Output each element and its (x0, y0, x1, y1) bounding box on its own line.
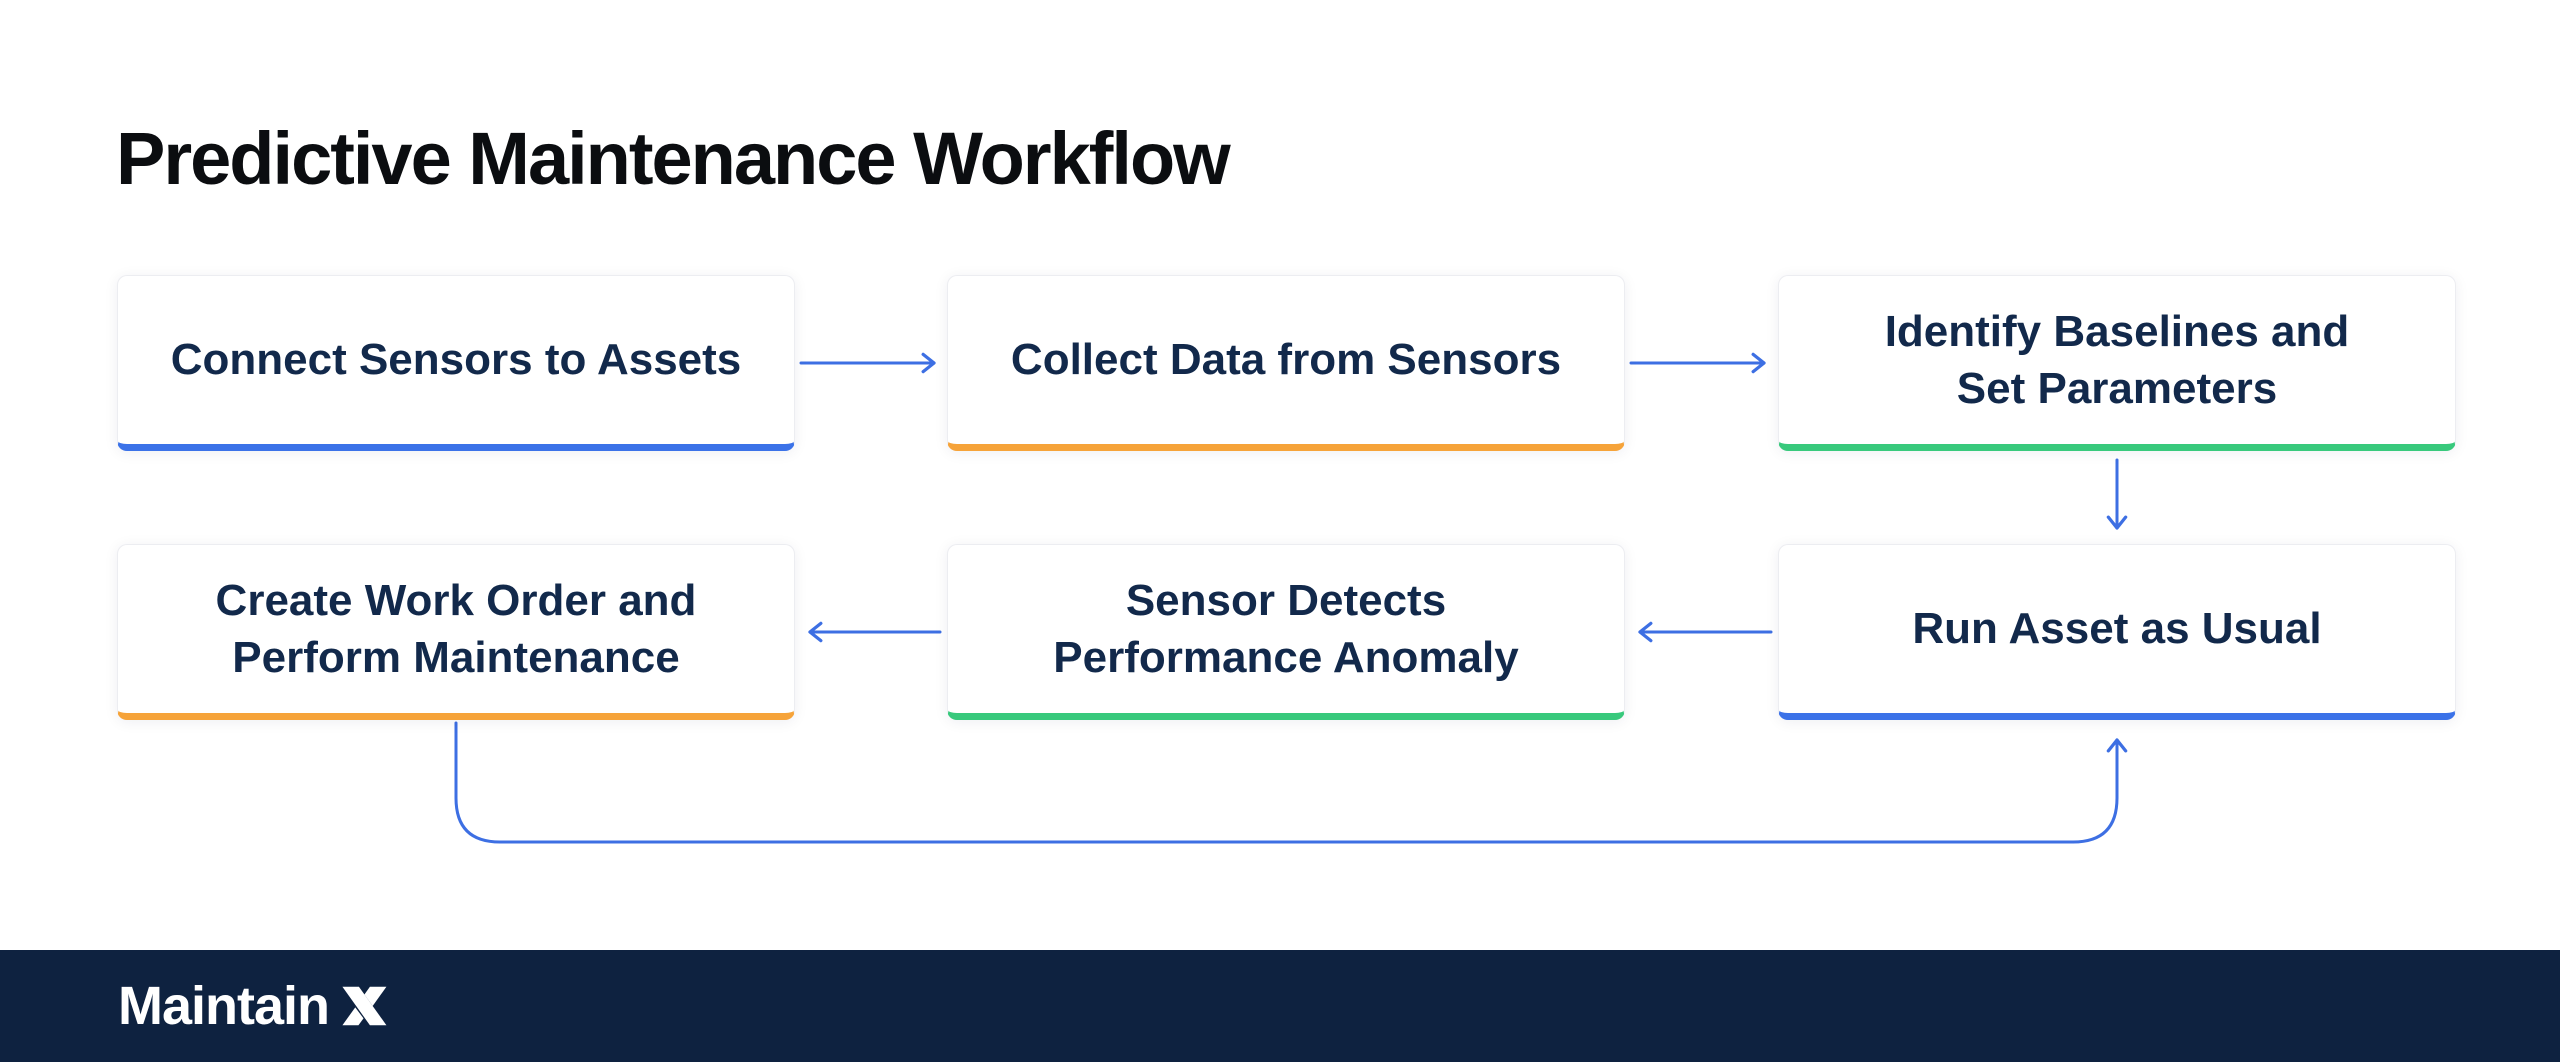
node-label-line: Perform Maintenance (232, 633, 680, 682)
flow-node-connect-sensors: Connect Sensors to Assets (117, 275, 795, 451)
node-label-line: Identify Baselines and (1884, 306, 2350, 356)
maintainx-x-icon (342, 986, 387, 1026)
flow-node-identify-baselines: Identify Baselines and Set Parameters (1778, 275, 2456, 451)
arrow-create-loop-to-run (454, 721, 2128, 844)
node-label-line: Set Parameters (1956, 364, 2278, 413)
node-label-line: Sensor Detects (1125, 575, 1447, 625)
maintainx-logo-text: Maintain (118, 976, 330, 1036)
flow-node-collect-data: Collect Data from Sensors (947, 275, 1625, 451)
node-label-line: Run Asset as Usual (1912, 604, 2322, 654)
flow-node-run-asset: Run Asset as Usual (1778, 544, 2456, 720)
flow-node-create-work-order: Create Work Order and Perform Maintenanc… (117, 544, 795, 720)
maintainx-logo: Maintain (118, 979, 391, 1033)
node-label-line: Performance Anomaly (1053, 633, 1519, 682)
footer-brand-bar: Maintain (0, 950, 2560, 1062)
page-title: Predictive Maintenance Workflow (116, 117, 1231, 200)
node-label-line: Connect Sensors to Assets (170, 335, 742, 385)
flow-node-sensor-detects: Sensor Detects Performance Anomaly (947, 544, 1625, 720)
node-label-line: Collect Data from Sensors (1010, 335, 1562, 385)
node-label-line: Create Work Order and (215, 575, 697, 625)
